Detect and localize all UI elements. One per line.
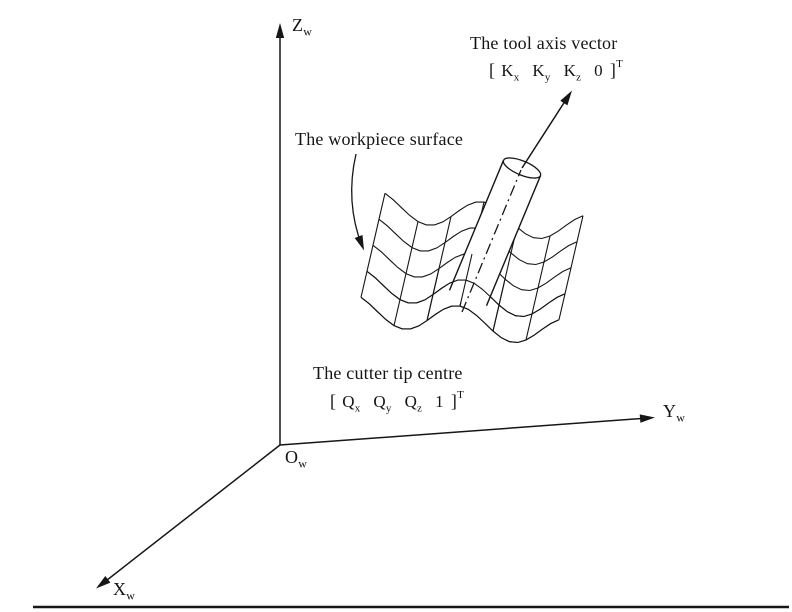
vector-term: Qz [404,392,423,415]
vector-term: Qx [342,392,361,415]
axis-sub: w [676,410,686,425]
origin-label: Ow [285,447,308,471]
axis-sub: w [303,24,313,39]
bracket-open: [ [489,60,496,80]
tool-cylinder-right-edge [485,175,542,306]
vector-term: Qy [373,392,392,415]
surface-column-line [558,215,584,320]
term-sub: y [385,402,392,415]
axis-base: X [113,579,127,599]
workpiece-leader-arrowhead [354,235,364,251]
vector-term: Kz [563,61,582,84]
term-sub: z [417,402,423,415]
term-base: 1 [435,392,444,411]
surface-column-line [360,193,386,298]
term-sub: x [354,402,361,415]
axis-sub: w [126,588,136,603]
term-base: K [532,61,545,80]
axis-base: Y [663,401,677,421]
term-sub: x [513,71,520,84]
term-base: 0 [594,61,603,80]
tool-cylinder-left-edge [448,160,505,291]
bracket-close: ] [609,60,617,80]
surface-row-line-front [360,296,560,344]
x-axis-label: Xw [113,579,136,603]
axis-base: Z [292,15,304,35]
y-axis-label: Yw [663,401,686,425]
surface-column-line-front [459,253,473,307]
vector-term: 1 [435,392,444,411]
tool-axis-arrowhead [560,90,572,106]
z-axis-label: Zw [292,15,313,39]
transpose-superscript: T [616,58,623,71]
vector-term: 0 [594,61,603,80]
term-base: Q [373,392,386,411]
tool-axis-dashdot-line [461,169,522,313]
x-axis-arrowhead [96,576,111,589]
bracket-close: ] [450,391,458,411]
term-base: Q [342,392,355,411]
transpose-superscript: T [457,389,464,402]
axis-base: O [285,447,299,467]
tool-axis-line [521,94,570,169]
surface-column-line [393,221,419,326]
x-axis-line [101,444,281,585]
term-sub: y [544,71,551,84]
workpiece-surface-label: The workpiece surface [295,129,464,149]
surface-column-line [525,235,551,341]
axis-sub: w [298,456,308,471]
z-axis-arrowhead [275,23,285,38]
bracket-open: [ [330,391,337,411]
surface-column-line-front [426,268,440,321]
surface-column-line-front [492,278,506,332]
term-base: K [563,61,577,80]
cutter-tip-centre-label: The cutter tip centre [313,363,463,383]
tool-axis-vector-label: The tool axis vector [470,33,618,53]
term-sub: z [576,71,582,84]
vector-term: Kx [501,61,520,84]
vector-term: Ky [532,61,551,84]
term-base: Q [404,392,418,411]
workpiece-leader-line [351,153,363,247]
term-base: K [501,61,514,80]
y-axis-line [279,417,649,446]
y-axis-arrowhead [639,414,655,423]
